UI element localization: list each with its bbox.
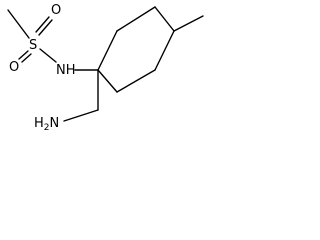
bond-s-o-bottom-b [21, 53, 32, 63]
amino-n: N [50, 116, 60, 130]
bond-s-o-bottom-a [18, 50, 29, 60]
bond-s-o-top-a [35, 16, 50, 33]
chemical-structure: O S O NH H2N [7, 3, 204, 130]
amino-h2n-label: H2N [34, 116, 59, 130]
amine-nh-label: NH [56, 63, 76, 78]
oxygen-top-label: O [51, 3, 61, 18]
sulfur-label: S [29, 38, 37, 53]
subscript-2: 2 [44, 123, 50, 130]
bond-ring-6 [97, 69, 118, 93]
bond-ring-5 [116, 69, 156, 93]
bond-ring-2 [116, 6, 156, 32]
bond-s-n [39, 48, 57, 63]
bond-ring-3 [154, 6, 175, 32]
oxygen-bottom-label: O [9, 60, 19, 75]
bond-methyl-sulfur [7, 9, 30, 39]
bond-ch2-n [63, 109, 99, 122]
bond-ring-methyl [173, 15, 204, 32]
bond-s-o-top-b [38, 19, 53, 36]
bond-ring-1 [97, 30, 118, 71]
bond-ring-4 [154, 30, 175, 71]
